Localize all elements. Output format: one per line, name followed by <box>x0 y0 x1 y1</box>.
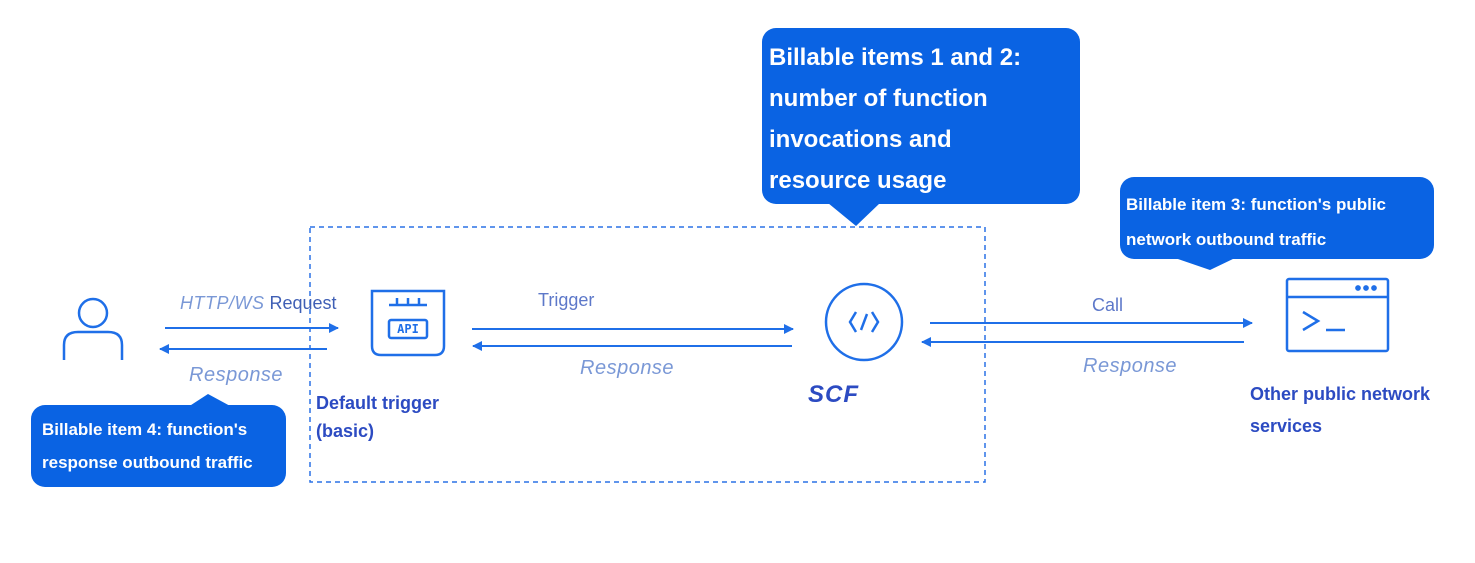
callout-billable-item-3: Billable item 3: function's public netwo… <box>1120 177 1434 259</box>
callout-line: Billable item 4: function's <box>42 420 248 439</box>
response-label-left: Response <box>189 364 284 386</box>
callout-billable-item-4: Billable item 4: function's response out… <box>31 405 286 487</box>
callout-line: number of function <box>769 85 988 112</box>
callout-line: Billable items 1 and 2: <box>769 44 1022 71</box>
api-icon-text: API <box>397 322 419 336</box>
response-label-middle: Response <box>580 357 675 379</box>
request-protocol: HTTP/WS <box>180 293 265 313</box>
other-services-label: Other public network services <box>1250 378 1430 442</box>
callout-tail-billable-4 <box>188 394 232 407</box>
callout-line: response outbound traffic <box>42 453 253 472</box>
callout-tail-billable-3 <box>1175 258 1235 270</box>
scf-label: SCF <box>808 381 859 408</box>
callout-line: resource usage <box>769 167 947 194</box>
callout-line: Billable item 3: function's public <box>1126 195 1387 214</box>
callout-line: invocations and <box>769 126 952 153</box>
trigger-label: Trigger <box>538 290 595 310</box>
request-word: Request <box>269 293 337 313</box>
terminal-window-icon <box>1285 277 1390 353</box>
default-trigger-label: Default trigger (basic) <box>316 389 439 445</box>
node-label-line: Default trigger <box>316 393 440 413</box>
scf-boundary-box <box>309 226 986 483</box>
node-label-line: (basic) <box>316 421 375 441</box>
callout-tail-billable-1-2 <box>828 203 880 226</box>
node-label-line: Other public network <box>1250 384 1431 404</box>
request-label: HTTP/WS Request <box>180 293 337 314</box>
callout-billable-items-1-2: Billable items 1 and 2: number of functi… <box>762 28 1080 204</box>
api-gateway-icon <box>370 289 446 357</box>
scf-function-icon <box>824 282 904 362</box>
callout-line: network outbound traffic <box>1126 230 1327 249</box>
response-label-right: Response <box>1083 355 1178 377</box>
call-label: Call <box>1092 295 1124 315</box>
user-icon <box>62 297 124 360</box>
node-label-line: services <box>1250 416 1323 436</box>
